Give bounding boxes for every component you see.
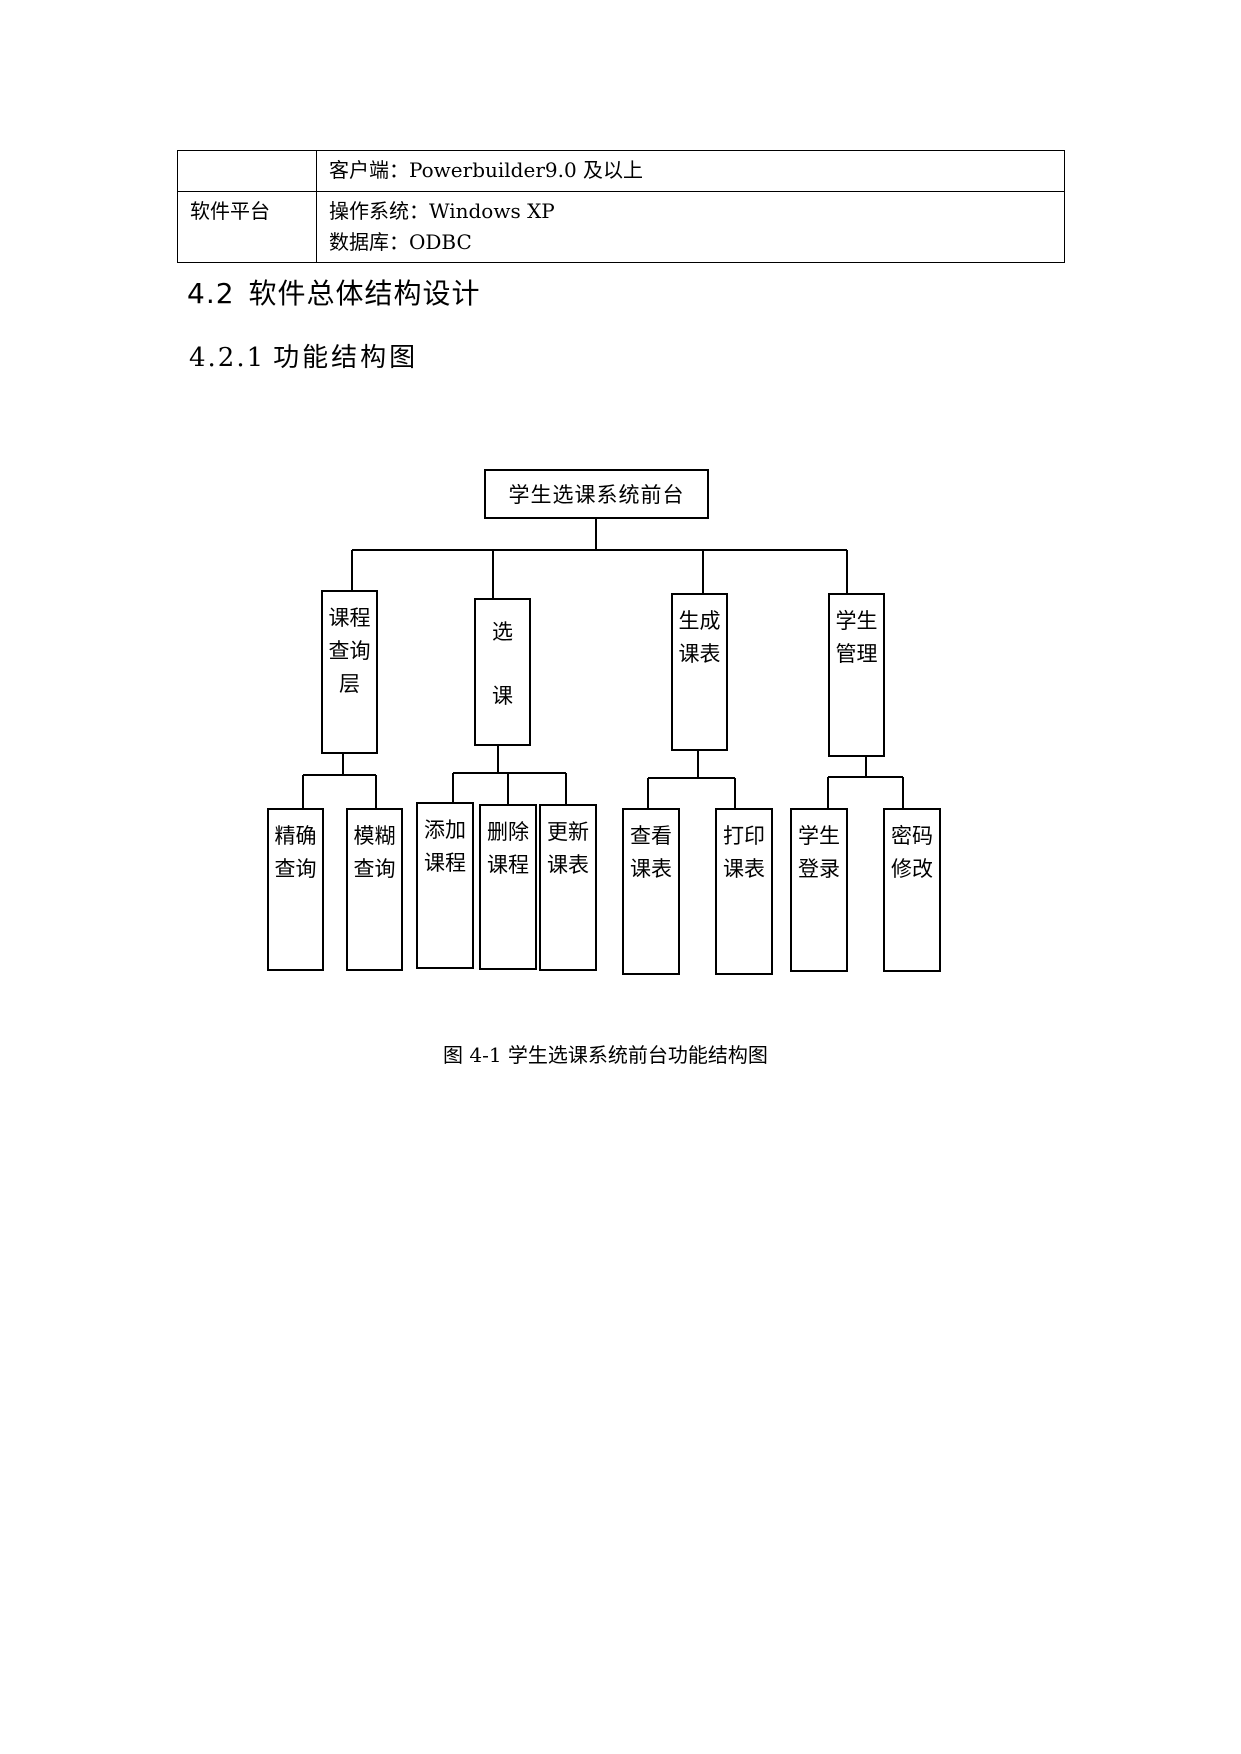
table-cell-value: 客户端：Powerbuilder9.0 及以上	[316, 150, 1065, 192]
section-title: 软件总体结构设计	[248, 277, 481, 310]
table-cell-label	[177, 150, 317, 192]
client-spec: 客户端：Powerbuilder9.0 及以上	[329, 158, 644, 182]
subsection-number: 4.2.1	[189, 343, 266, 373]
leaf-update-schedule: 更新课表	[539, 804, 597, 971]
module-label: 选课	[492, 620, 513, 708]
leaf-fuzzy-query: 模糊查询	[346, 808, 403, 971]
leaf-exact-query: 精确查询	[267, 808, 324, 971]
database-spec: 数据库：ODBC	[329, 230, 472, 254]
table-row: 客户端：Powerbuilder9.0 及以上	[177, 150, 1065, 192]
module-label: 学生管理	[835, 609, 878, 666]
leaf-delete-course: 删除课程	[479, 804, 537, 970]
section-number: 4.2	[187, 277, 235, 310]
leaf-add-course: 添加课程	[416, 802, 474, 969]
leaf-student-login: 学生登录	[790, 808, 848, 972]
leaf-print-schedule: 打印课表	[715, 808, 773, 975]
leaf-label: 密码修改	[891, 824, 933, 881]
leaf-view-schedule: 查看课表	[622, 808, 680, 975]
leaf-password-change: 密码修改	[883, 808, 941, 972]
leaf-label: 打印课表	[723, 824, 765, 881]
module-label: 课程查询层	[328, 606, 371, 696]
leaf-label: 学生登录	[798, 824, 840, 881]
section-heading: 4.2 软件总体结构设计	[187, 272, 481, 312]
table-cell-value: 操作系统：Windows XP 数据库：ODBC	[316, 191, 1065, 263]
leaf-label: 查看课表	[630, 824, 672, 881]
spec-table: 客户端：Powerbuilder9.0 及以上 软件平台 操作系统：Window…	[177, 150, 1065, 263]
module-generate-schedule: 生成课表	[671, 593, 728, 751]
module-label: 生成课表	[678, 609, 721, 666]
module-course-query: 课程查询层	[321, 590, 378, 754]
table-cell-label: 软件平台	[177, 191, 317, 263]
leaf-label: 模糊查询	[353, 824, 396, 881]
figure-caption: 图 4-1 学生选课系统前台功能结构图	[443, 1043, 768, 1067]
module-course-selection: 选课	[474, 598, 531, 746]
leaf-label: 精确查询	[274, 824, 317, 881]
table-row: 软件平台 操作系统：Windows XP 数据库：ODBC	[177, 191, 1065, 263]
leaf-label: 删除课程	[487, 820, 529, 877]
os-spec: 操作系统：Windows XP	[329, 199, 555, 223]
leaf-label: 更新课表	[547, 820, 589, 877]
subsection-title: 功能结构图	[273, 343, 419, 373]
module-student-management: 学生管理	[828, 593, 885, 757]
root-node: 学生选课系统前台	[484, 469, 709, 519]
leaf-label: 添加课程	[424, 818, 466, 875]
